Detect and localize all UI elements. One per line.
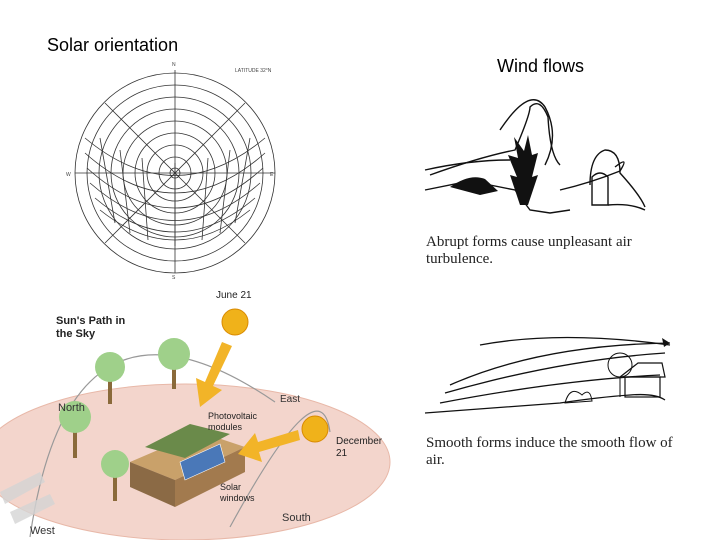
svg-text:E: E: [270, 172, 274, 178]
tree-icon: [607, 352, 633, 397]
december-21-label: December 21: [336, 436, 383, 459]
winter-sun-ray-arrow: [238, 430, 300, 462]
sun-icon: [301, 415, 329, 443]
smooth-form-wind-diagram: [424, 336, 671, 414]
svg-text:W: W: [66, 172, 71, 178]
winter-sun-arc: [229, 410, 331, 528]
june-21-label: June 21: [216, 290, 252, 301]
sun-path-heading: Sun's Path in the Sky: [56, 315, 126, 340]
svg-text:LATITUDE 32°N: LATITUDE 32°N: [235, 68, 272, 74]
abrupt-forms-caption: Abrupt forms cause unpleasant air turbul…: [426, 234, 632, 267]
photovoltaic-modules-label: Photovoltaic modules: [208, 411, 258, 432]
building-shape: [591, 172, 609, 206]
sun-icon: [221, 308, 249, 336]
tree-icon: [101, 450, 129, 501]
wind-flows-title: Wind flows: [497, 56, 585, 76]
tree-icon: [158, 338, 190, 389]
smooth-forms-caption: Smooth forms induce the smooth flow of a…: [426, 435, 673, 468]
hill-shape: [450, 177, 498, 195]
house-icon: [618, 362, 666, 398]
shrub-shape: [564, 390, 593, 404]
south-label: South: [282, 512, 311, 524]
west-label: West: [30, 525, 55, 537]
abrupt-form-wind-diagram: [424, 99, 646, 214]
east-label: East: [280, 394, 301, 405]
wind-arrow-icon: [662, 338, 670, 347]
sun-path-stereographic-chart: N LATITUDE 32°N W E S: [66, 62, 276, 280]
sun-path-illustration: [0, 308, 391, 540]
svg-text:S: S: [172, 275, 176, 280]
tree-icon: [95, 352, 125, 404]
tree-icon: [59, 401, 91, 458]
svg-text:N: N: [172, 62, 176, 68]
solar-windows-label: Solar windows: [220, 482, 255, 503]
sun-ray-icon: [0, 472, 55, 524]
tree-icon: [508, 135, 538, 205]
solar-orientation-title: Solar orientation: [47, 35, 179, 55]
north-label: North: [58, 402, 85, 414]
house-icon: [130, 424, 245, 507]
summer-sun-ray-arrow: [196, 342, 232, 407]
